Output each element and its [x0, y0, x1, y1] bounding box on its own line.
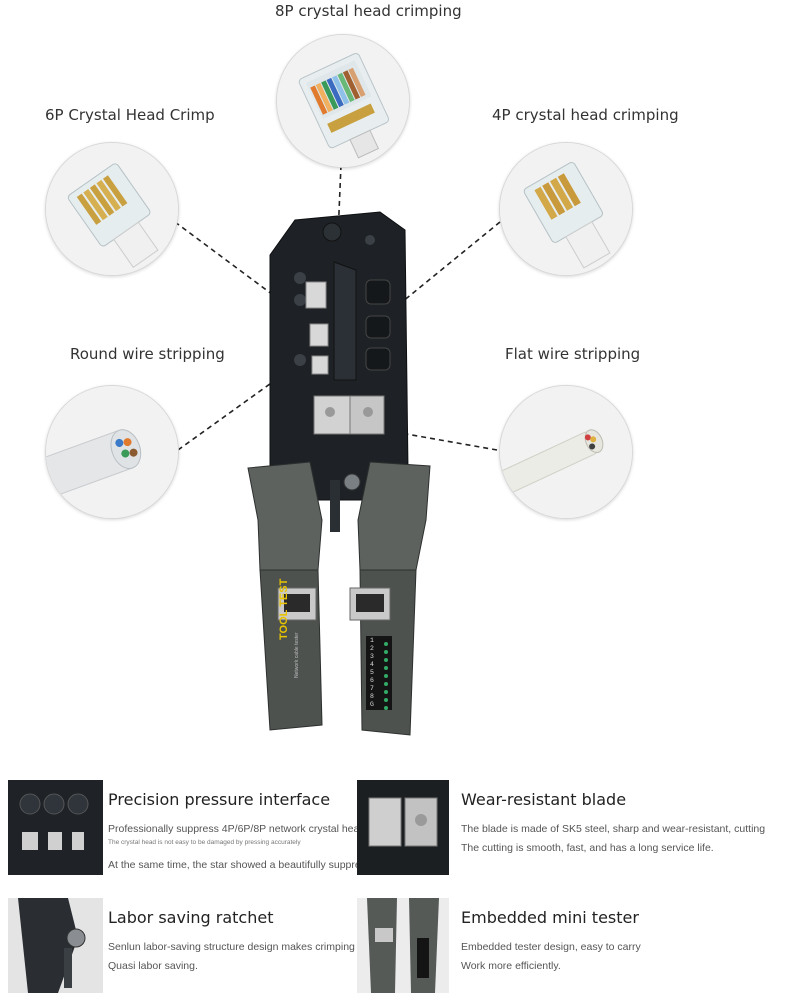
tester-thumbnail	[357, 898, 449, 993]
label-flat-wire-stripping: Flat wire stripping	[505, 345, 641, 363]
8p-connector-circle	[276, 34, 410, 168]
crimping-tool-image	[247, 211, 431, 736]
feature-desc-line2: Work more efficiently.	[461, 960, 561, 972]
crimping-tool: TOOL TEST Network cable tester 1 2 3 4 5…	[230, 200, 450, 740]
precision-pressure-thumbnail	[8, 780, 103, 875]
blade-thumbnail	[357, 780, 449, 875]
tester-image	[357, 898, 449, 993]
flat-wire-circle	[499, 385, 633, 519]
led-digit: 4	[370, 661, 374, 668]
feature-desc-line1: Professionally suppress 4P/6P/8P network…	[108, 823, 366, 835]
feature-desc-line1: The blade is made of SK5 steel, sharp an…	[461, 823, 766, 835]
feature-small-note: The crystal head is not easy to be damag…	[108, 839, 301, 846]
feature-title: Wear-resistant blade	[461, 790, 627, 809]
label-4p-crimping: 4P crystal head crimping	[492, 106, 679, 124]
feature-title: Precision pressure interface	[108, 790, 331, 809]
feature-desc-line1: Embedded tester design, easy to carry	[461, 941, 641, 953]
rj12-6p-connector-image	[46, 143, 178, 275]
feature-precision-pressure: Precision pressure interface Professiona…	[0, 780, 444, 880]
4p-connector-circle	[499, 142, 633, 276]
ratchet-thumbnail	[8, 898, 103, 993]
label-8p-crimping: 8P crystal head crimping	[275, 2, 462, 20]
round-cable-image	[46, 386, 178, 518]
6p-connector-circle	[45, 142, 179, 276]
crimp-dies-image	[8, 780, 103, 875]
led-digit: 7	[370, 685, 374, 692]
rj45-8p-connector-image	[277, 35, 409, 167]
feature-title: Labor saving ratchet	[108, 908, 274, 927]
rj11-4p-connector-image	[500, 143, 632, 275]
led-digit-column: 1 2 3 4 5 6 7 8 G	[370, 637, 380, 709]
tester-sub-text: Network cable tester	[294, 632, 300, 678]
feature-wear-resistant-blade: Wear-resistant blade The blade is made o…	[355, 780, 789, 880]
ratchet-image	[8, 898, 103, 993]
flat-cable-image	[500, 386, 632, 518]
feature-desc-line2: The cutting is smooth, fast, and has a l…	[461, 842, 714, 854]
led-digit: 1	[370, 637, 374, 644]
label-round-wire-stripping: Round wire stripping	[70, 345, 225, 363]
label-6p-crimp: 6P Crystal Head Crimp	[45, 106, 215, 124]
led-digit: 3	[370, 653, 374, 660]
led-digit: 6	[370, 677, 374, 684]
tester-brand-text: TOOL TEST	[278, 578, 290, 640]
feature-desc-line1: Senlun labor-saving structure design mak…	[108, 941, 394, 953]
led-digit: G	[370, 701, 374, 708]
blade-image	[357, 780, 449, 875]
led-digit: 8	[370, 693, 374, 700]
feature-title: Embedded mini tester	[461, 908, 639, 927]
round-wire-circle	[45, 385, 179, 519]
led-digit: 5	[370, 669, 374, 676]
feature-labor-saving-ratchet: Labor saving ratchet Senlun labor-saving…	[0, 898, 395, 998]
feature-desc-line2: Quasi labor saving.	[108, 960, 198, 972]
feature-embedded-mini-tester: Embedded mini tester Embedded tester des…	[355, 898, 789, 998]
led-digit: 2	[370, 645, 374, 652]
